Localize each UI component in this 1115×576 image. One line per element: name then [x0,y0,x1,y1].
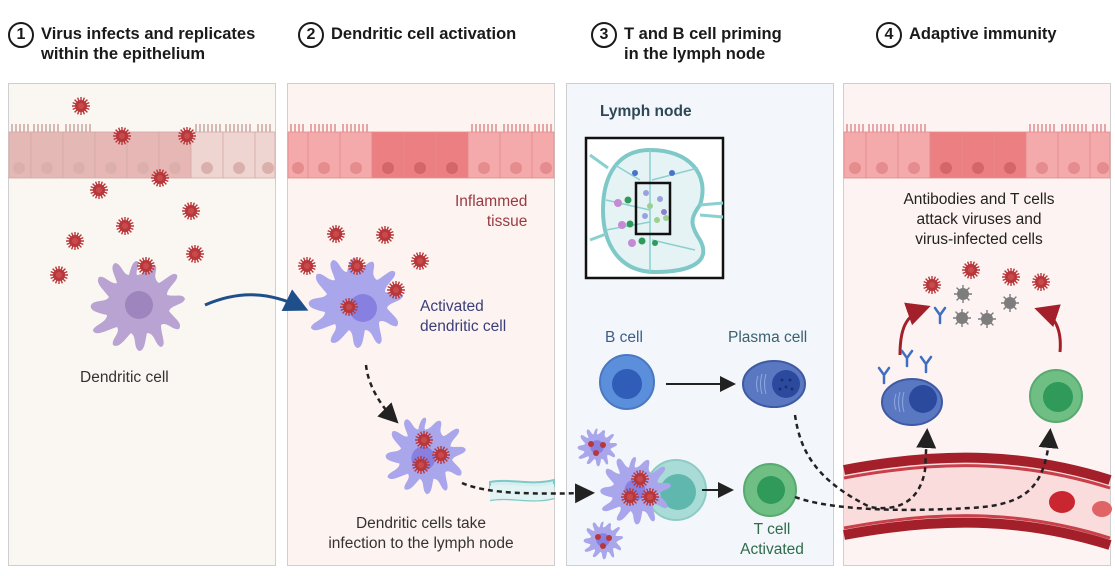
plasma-cell [742,360,806,408]
virus-particle-group [922,260,1051,329]
virus-particle [386,280,406,300]
label-line: virus-infected cells [915,231,1043,248]
neutralized-virus [1000,293,1020,313]
label-line: tissue [486,213,528,230]
step-title: Adaptive immunity [909,24,1057,44]
step-number-badge: 4 [876,22,902,48]
virus-particle [431,445,451,465]
effector-t-cell [1029,369,1083,423]
dendritic-cell-small [583,521,624,560]
virus-particle [326,224,346,244]
step-1-header: 1 Virus infects and replicates within th… [8,22,255,64]
step-title: Virus infects and replicates within the … [41,24,255,64]
virus-particle [150,168,170,188]
antibody-icon [919,355,933,374]
virus-particle [181,201,201,221]
virus-particle [414,430,434,450]
t-cell-priming [600,457,707,525]
virus-particle [65,231,85,251]
epithelium-inflamed [287,124,555,179]
lymph-node-title: Lymph node [600,103,692,120]
attack-arrow [1034,304,1062,353]
label-line: attack viruses and [916,211,1042,228]
step-2-header: 2 Dendritic cell activation [298,22,516,48]
neutralized-virus [952,308,972,328]
neutralized-virus [977,309,997,329]
label-line: Activated [420,298,484,315]
lymph-node-diagram [584,136,725,280]
step-number-badge: 2 [298,22,324,48]
step-number-badge: 3 [591,22,617,48]
t-cell-activated-label: T cell Activated [728,520,816,560]
virus-particle [185,244,205,264]
virus-particle [922,275,942,295]
virus-particle [112,126,132,146]
label-line: Activated [740,541,804,558]
virus-particle [961,260,981,280]
activated-dendritic-cell-label: Activated dendritic cell [420,297,506,337]
virus-particle-group [49,96,205,285]
virus-particle [411,455,431,475]
dendritic-cell-label: Dendritic cell [80,369,169,386]
blood-vessel [843,452,1112,550]
adaptive-attack-label: Antibodies and T cells attack viruses an… [868,190,1090,250]
virus-particle [347,256,367,276]
virus-particle [136,256,156,276]
b-cell-label: B cell [605,329,643,346]
step-title: T and B cell priming in the lymph node [624,24,782,64]
epithelium-healthy [8,124,276,179]
step-title-line: in the lymph node [624,45,766,63]
step-title-line: Dendritic cell activation [331,25,517,43]
epithelium-recovered [843,124,1111,179]
virus-particle [375,225,395,245]
dendritic-cell-small [577,428,618,467]
virus-particle [339,297,359,317]
step-title-line: Virus infects and replicates [41,25,256,43]
virus-particle [71,96,91,116]
step-number-badge: 1 [8,22,34,48]
dashed-arrow [794,428,1059,512]
step-4-header: 4 Adaptive immunity [876,22,1057,48]
activated-t-cell [743,463,797,517]
label-line: infection to the lymph node [328,535,514,552]
label-line: Dendritic cells take [355,515,487,532]
virus-particle [1001,267,1021,287]
antibody-icon [877,366,891,385]
lymphatic-vessel [489,478,555,502]
attack-arrow [898,302,931,356]
virus-particle [1031,272,1051,292]
virus-particle [177,126,197,146]
dashed-arrow [793,414,937,510]
neutralized-virus [953,284,973,304]
plasma-cell-secreting [881,378,943,426]
virus-particle [115,216,135,236]
virus-particle [49,265,69,285]
inflamed-tissue-label: Inflammed tissue [455,192,527,232]
virus-particle [297,256,317,276]
migrating-dendritic-cell [385,417,466,495]
virus-particle [89,180,109,200]
plasma-cell-label: Plasma cell [728,329,808,346]
label-line: dendritic cell [420,318,507,335]
b-cell [599,354,655,410]
label-line: Antibodies and T cells [903,191,1055,208]
step-title-line: within the epithelium [41,45,206,63]
activated-dendritic-cell [308,258,403,348]
step-title: Dendritic cell activation [331,24,516,44]
dendritic-cell [90,261,185,351]
label-line: Inflammed [455,193,528,210]
step-title-line: Adaptive immunity [909,25,1057,43]
step-3-header: 3 T and B cell priming in the lymph node [591,22,782,64]
migration-label: Dendritic cells take infection to the ly… [310,514,532,554]
dashed-arrow [364,364,399,424]
antibody-icon [933,306,947,325]
dashed-arrow [461,481,595,504]
step-title-line: T and B cell priming [624,25,782,43]
virus-particle [410,251,430,271]
antibody-icon [900,349,914,368]
label-line: T cell [753,521,791,538]
migration-arrow [204,289,309,311]
